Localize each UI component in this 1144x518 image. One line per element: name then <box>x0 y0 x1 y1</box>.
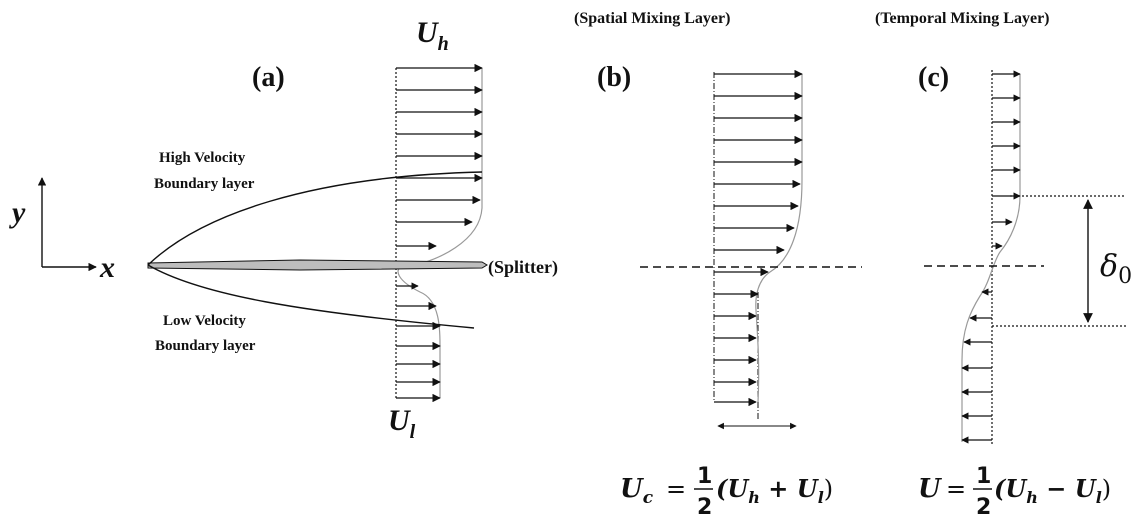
high-velocity-boundary-layer <box>147 171 483 266</box>
panel-c-title: (Temporal Mixing Layer) <box>875 10 1050 27</box>
formula-c-rhs: (Uh − Ul) <box>994 474 1111 507</box>
velocity-profile-a <box>397 68 483 398</box>
formula-b-denominator: 2 <box>697 495 712 518</box>
formula-c-denominator: 2 <box>976 495 991 518</box>
formula-b-lhs: Uc <box>620 474 654 508</box>
velocity-arrows-a <box>396 63 483 403</box>
y-axis-label: y <box>9 196 26 229</box>
panel-b: (Spatial Mixing Layer) (b) <box>574 10 862 518</box>
low-velocity-bl-label: Low Velocity Boundary layer <box>155 313 256 354</box>
velocity-difference-formula: U = 1 2 (Uh − Ul) <box>918 464 1111 518</box>
upper-velocity-label: Uh <box>416 16 449 55</box>
formula-c-equals: = <box>946 475 966 503</box>
lower-velocity-label: Ul <box>388 404 416 443</box>
low-velocity-boundary-layer <box>147 264 475 329</box>
x-axis-label: x <box>99 251 115 284</box>
panel-b-label: (b) <box>597 62 631 93</box>
panel-c-label: (c) <box>918 62 949 93</box>
panel-a: (a) Uh Ul <box>9 16 558 443</box>
velocity-profile-c <box>961 74 1021 442</box>
velocity-arrows-c <box>961 70 1021 444</box>
formula-b-rhs: (Uh + Ul) <box>716 474 833 507</box>
panel-a-label: (a) <box>252 62 285 93</box>
high-velocity-bl-label: High Velocity Boundary layer <box>154 150 255 192</box>
panel-c: (Temporal Mixing Layer) (c) <box>875 10 1132 518</box>
velocity-arrows-b <box>714 69 803 407</box>
formula-b-numerator: 1 <box>697 464 712 489</box>
formula-c-numerator: 1 <box>976 464 991 489</box>
formula-c-lhs: U <box>918 474 942 504</box>
convection-velocity-formula: Uc = 1 2 (Uh + Ul) <box>620 464 833 518</box>
splitter-label: (Splitter) <box>488 257 558 278</box>
panel-b-title: (Spatial Mixing Layer) <box>574 10 730 27</box>
velocity-profile-b <box>755 74 803 403</box>
thickness-label: δ0 <box>1100 249 1132 289</box>
formula-b-equals: = <box>666 475 686 503</box>
splitter-plate <box>147 259 488 271</box>
